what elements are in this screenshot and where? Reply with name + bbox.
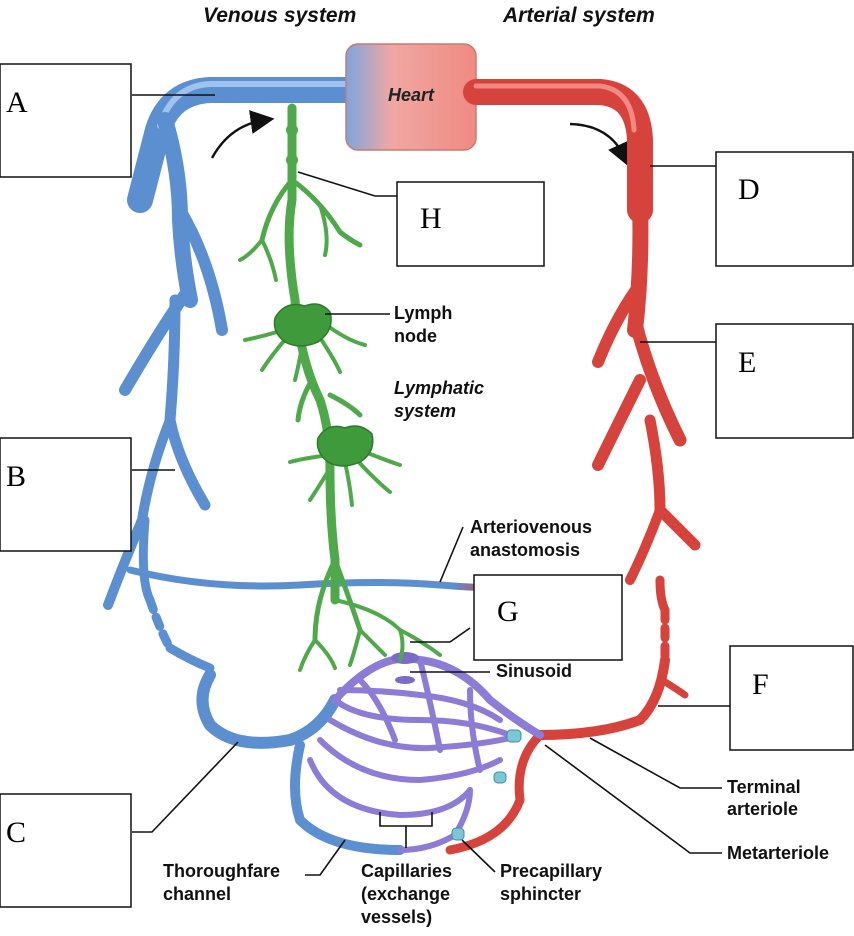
lymph-node-shape <box>273 303 332 347</box>
terminal-arteriole-leader <box>589 737 722 789</box>
sphincter-icon <box>493 771 507 784</box>
metarteriole-leader <box>544 744 722 854</box>
sinusoid-shape <box>391 652 419 664</box>
precapillary-label-1: Precapillary <box>500 861 602 881</box>
answer-box-d[interactable] <box>715 151 854 267</box>
answer-box-b-letter: B <box>6 460 26 493</box>
sphincter-icon <box>451 827 465 841</box>
arterial-system-header: Arterial system <box>502 4 655 27</box>
answer-box-e-letter: E <box>738 346 756 379</box>
thoroughfare-label-2: channel <box>163 884 231 904</box>
lymph-node-label-2: node <box>394 326 437 346</box>
lymphatic-system-label-1: Lymphatic <box>394 378 484 398</box>
heart-label: Heart <box>388 85 435 105</box>
thoroughfare-label-1: Thoroughfare <box>163 861 280 881</box>
av-anastomosis-leader <box>439 526 464 583</box>
lymph-node-shape <box>316 425 374 467</box>
answer-box-h[interactable] <box>396 181 545 267</box>
venous-system-header: Venous system <box>203 4 356 27</box>
lymphatic-system-label-2: system <box>394 401 456 421</box>
capillaries-bracket <box>379 812 433 848</box>
lymph-node-label-1: Lymph <box>394 303 452 323</box>
capillary-bed <box>307 652 544 853</box>
av-anastomosis-label-2: anastomosis <box>470 540 580 560</box>
arterial-vessels <box>445 79 701 855</box>
venous-vessels <box>103 77 564 855</box>
av-anastomosis-label-1: Arteriovenous <box>470 517 592 537</box>
lymphatic-vessels <box>238 103 442 672</box>
answer-box-c-letter: C <box>6 816 26 849</box>
answer-box-a[interactable] <box>0 63 132 178</box>
metarteriole-label: Metarteriole <box>727 843 829 863</box>
answer-box-a-letter: A <box>6 86 28 119</box>
sinusoid-label: Sinusoid <box>496 661 572 681</box>
sinusoid-shape-2 <box>395 676 415 684</box>
answer-box-d-letter: D <box>738 173 760 206</box>
answer-box-b[interactable] <box>0 437 132 552</box>
answer-box-c[interactable] <box>0 793 132 908</box>
thoroughfare-leader <box>305 839 346 876</box>
answer-box-e[interactable] <box>715 323 854 439</box>
capillaries-label-2: (exchange <box>361 884 450 904</box>
box-g-leader <box>410 627 471 643</box>
precapillary-label-2: sphincter <box>500 884 581 904</box>
terminal-arteriole-label-1: Terminal <box>727 777 801 797</box>
box-c-leader <box>132 741 239 833</box>
answer-box-g-letter: G <box>497 595 519 628</box>
heart: Heart <box>345 43 477 151</box>
answer-box-g[interactable] <box>473 574 623 661</box>
capillaries-label-3: vessels) <box>361 907 432 927</box>
precapillary-leader <box>461 839 496 873</box>
answer-box-f-letter: F <box>752 668 769 701</box>
answer-box-f[interactable] <box>729 645 854 751</box>
box-h-leader <box>297 171 398 197</box>
capillaries-label-1: Capillaries <box>361 861 452 881</box>
sphincter-icon <box>506 729 522 743</box>
flow-arrow-venous <box>210 110 275 159</box>
terminal-arteriole-label-2: arteriole <box>727 799 798 819</box>
answer-box-h-letter: H <box>420 202 442 235</box>
flow-arrow-arterial <box>569 122 630 167</box>
